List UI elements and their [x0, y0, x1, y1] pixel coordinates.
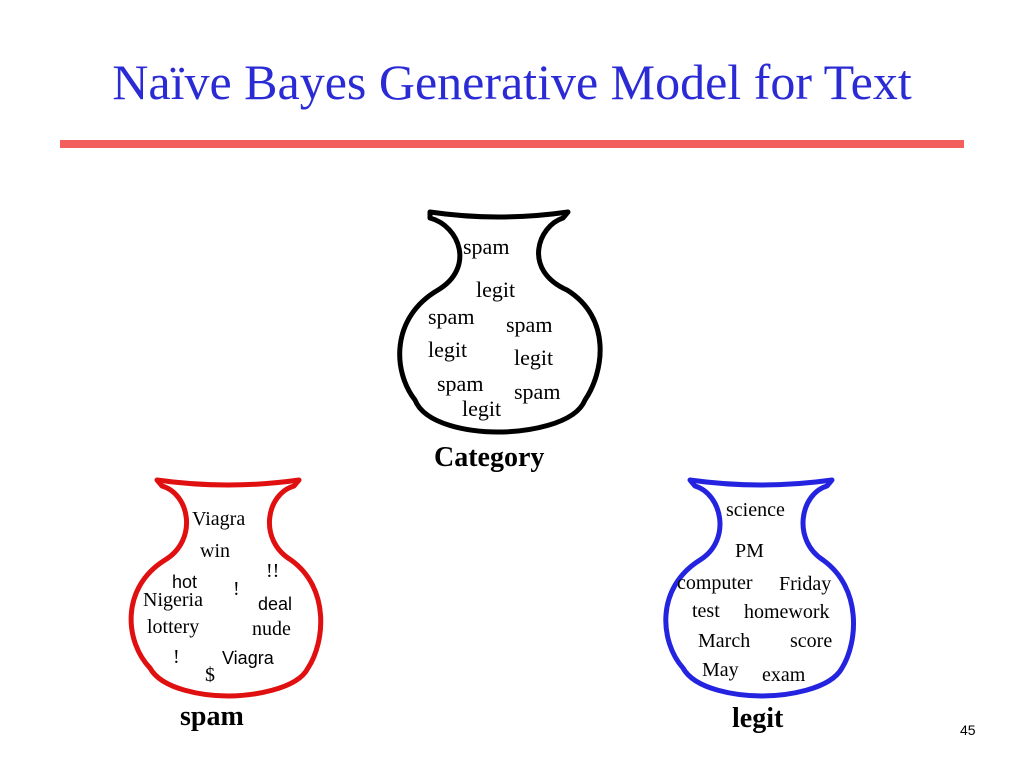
spam-word: lottery: [147, 616, 200, 638]
legit-jar-outline: [663, 477, 857, 699]
category-word: spam: [506, 312, 553, 337]
legit-jar-label: legit: [732, 703, 784, 734]
category-jar-outline: [397, 209, 603, 435]
legit-word: May: [702, 659, 739, 681]
category-jar-label: Category: [434, 442, 545, 473]
spam-jar-outline: [128, 477, 324, 699]
legit-word: science: [726, 499, 785, 521]
category-word: legit: [514, 345, 554, 370]
spam-jar-label: spam: [180, 701, 244, 732]
title-divider: [60, 140, 964, 148]
legit-word: Friday: [779, 573, 832, 595]
category-word: legit: [462, 396, 502, 421]
legit-word: exam: [762, 664, 806, 686]
category-word: spam: [428, 304, 475, 329]
legit-word: PM: [735, 540, 764, 562]
category-word: legit: [428, 337, 468, 362]
category-word: legit: [476, 277, 516, 302]
slide-number: 45: [960, 722, 976, 738]
spam-word: hot: [172, 572, 198, 592]
legit-word: score: [790, 630, 833, 652]
spam-word: win: [200, 540, 230, 562]
spam-word: !!: [266, 560, 280, 582]
category-word: spam: [437, 371, 484, 396]
spam-word: $: [205, 664, 215, 686]
spam-word: Viagra: [192, 508, 246, 530]
spam-word: deal: [258, 594, 293, 614]
legit-word: March: [698, 630, 751, 652]
spam-word: Viagra: [222, 648, 274, 668]
spam-word: Nigeria: [143, 589, 203, 611]
spam-word: !: [173, 646, 180, 668]
category-word: spam: [514, 379, 561, 404]
spam-word: !: [233, 578, 240, 600]
slide-title: Naïve Bayes Generative Model for Text: [112, 54, 912, 110]
legit-word: test: [692, 600, 720, 622]
legit-word: computer: [677, 572, 753, 594]
category-word: spam: [463, 234, 510, 259]
legit-word: homework: [744, 601, 830, 623]
spam-word: nude: [252, 618, 291, 640]
